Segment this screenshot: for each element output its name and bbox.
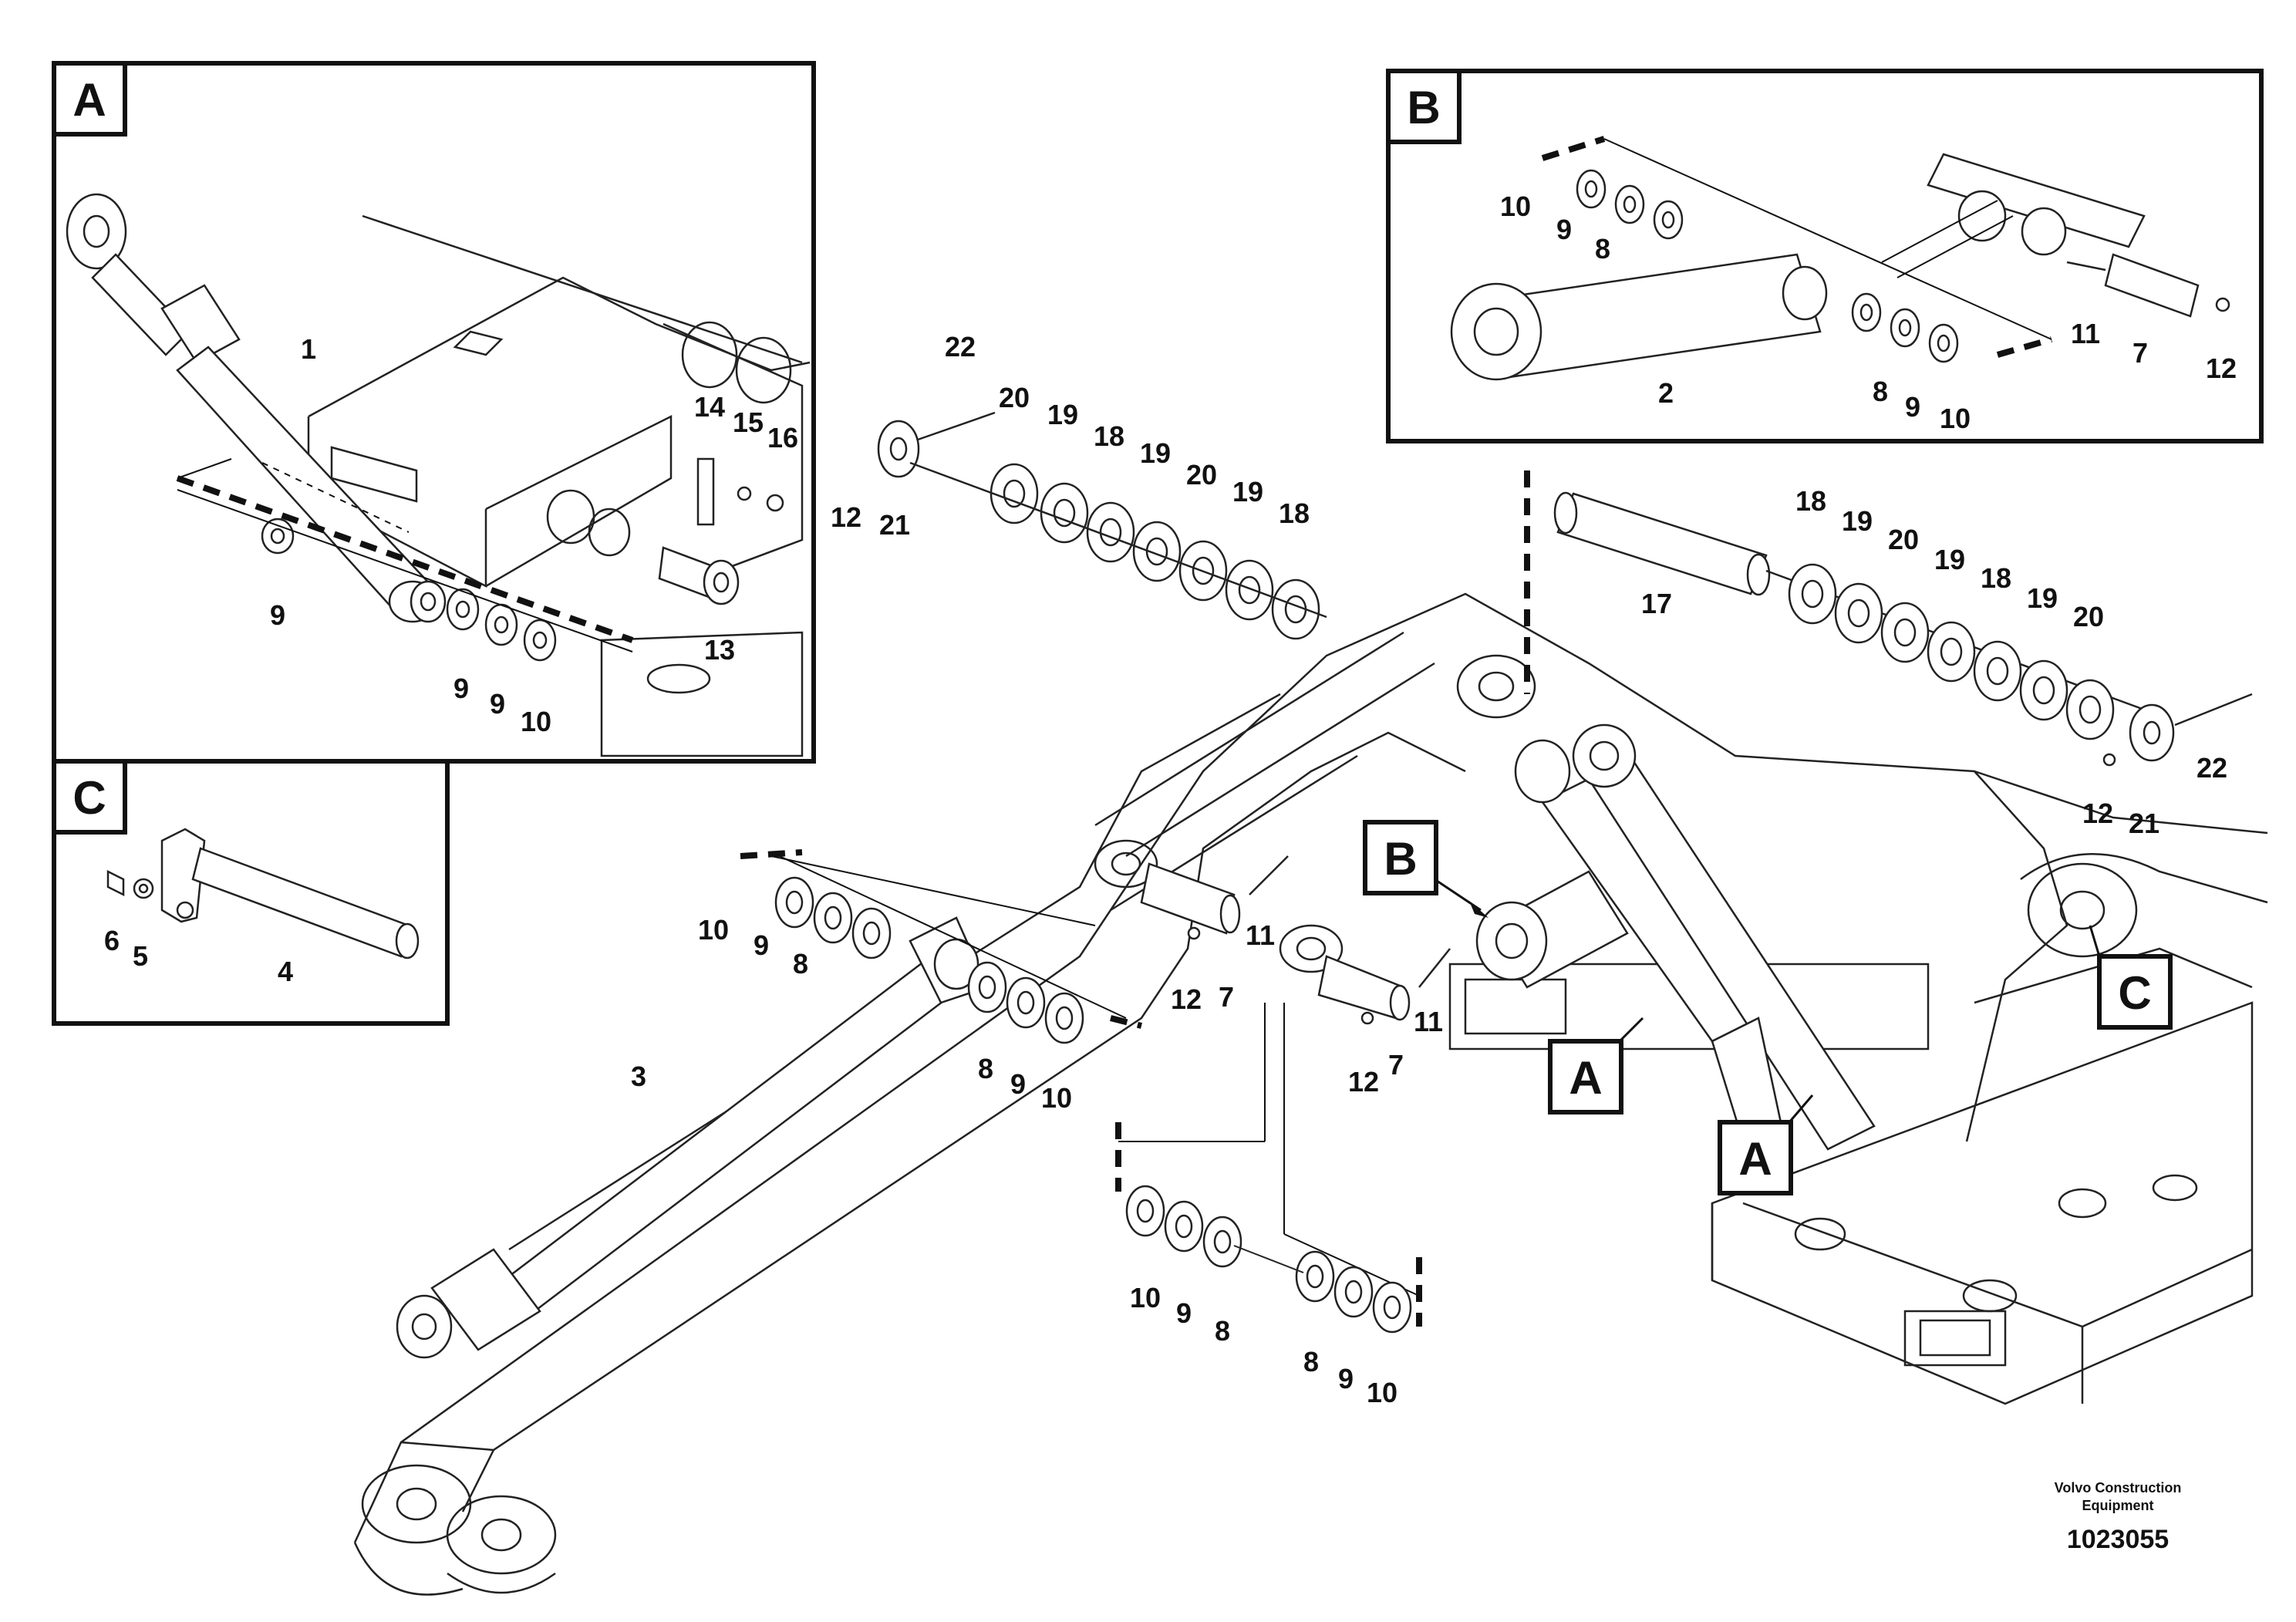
inset-c-label-box xyxy=(52,759,127,835)
part-label: 19 xyxy=(1934,544,1965,575)
part-label: 21 xyxy=(879,509,910,541)
company-line-1: Volvo Construction xyxy=(2055,1480,2182,1496)
part-label: 9 xyxy=(1338,1363,1354,1394)
part-label: 12 xyxy=(1171,983,1202,1015)
inset-a-letter: A xyxy=(72,74,106,126)
part-label: 20 xyxy=(2073,601,2104,632)
part-label: 20 xyxy=(1888,524,1919,555)
part-label: 9 xyxy=(1010,1068,1026,1100)
part-label: 19 xyxy=(1842,505,1873,537)
part-label: 2 xyxy=(1658,377,1674,409)
part-label: 13 xyxy=(704,634,735,666)
part-label: 5 xyxy=(133,940,148,972)
part-label: 7 xyxy=(2132,337,2148,369)
part-label: 17 xyxy=(1641,588,1672,619)
part-label: 19 xyxy=(1140,437,1171,469)
part-label: 12 xyxy=(2206,352,2237,384)
part-label: 8 xyxy=(1873,376,1888,407)
part-label: 20 xyxy=(999,382,1030,413)
upper-washer-stack-left xyxy=(877,411,1327,640)
part-label: 6 xyxy=(104,925,120,956)
part-label: 8 xyxy=(978,1053,993,1084)
part-label: 12 xyxy=(2082,798,2113,829)
part-label: 16 xyxy=(767,422,798,454)
inset-b-leaders xyxy=(1541,136,2053,358)
svg-text:B: B xyxy=(1384,833,1417,885)
inset-b-frame xyxy=(1386,69,2264,443)
thin-leaders-main xyxy=(770,851,1420,1297)
part-label: 10 xyxy=(1041,1082,1072,1114)
part-label: 11 xyxy=(1414,1006,1443,1037)
part-label: 8 xyxy=(1303,1346,1319,1378)
lower-washers xyxy=(1125,1185,1412,1334)
part-label: 9 xyxy=(754,929,769,961)
part-label: 19 xyxy=(2027,582,2058,614)
part-label: 19 xyxy=(1232,476,1263,508)
svg-text:C: C xyxy=(2118,967,2151,1019)
part-label: 1 xyxy=(301,333,316,365)
part-label: 10 xyxy=(1940,403,1971,434)
part-label: 10 xyxy=(1130,1282,1161,1313)
part-label: 7 xyxy=(1388,1049,1404,1081)
inset-a-leaders xyxy=(176,458,634,653)
main-callout-a-2: A xyxy=(1718,1094,1814,1195)
part-label: 20 xyxy=(1186,459,1217,491)
part-label: 10 xyxy=(521,706,551,737)
svg-text:A: A xyxy=(1738,1133,1772,1185)
part-label: 9 xyxy=(1905,391,1920,423)
part-label: 10 xyxy=(1367,1377,1397,1408)
footer: Volvo Construction Equipment 1023055 xyxy=(2055,1480,2182,1554)
inset-c-drawing xyxy=(106,828,420,959)
part-label: 7 xyxy=(1219,981,1234,1013)
part-label: 19 xyxy=(1047,399,1078,430)
mid-left-washers xyxy=(774,876,1084,1044)
part-label: 10 xyxy=(698,914,729,946)
document-number: 1023055 xyxy=(2067,1525,2169,1554)
dashed-leaders-main xyxy=(740,470,1530,1327)
part-label: 11 xyxy=(2071,318,2100,349)
part-label: 9 xyxy=(270,599,285,631)
part-label: 9 xyxy=(1556,214,1572,245)
part-label: 9 xyxy=(453,673,469,704)
part-label: 10 xyxy=(1500,191,1531,222)
part-label: 22 xyxy=(945,331,976,363)
inset-b-label-box xyxy=(1386,69,1462,144)
company-line-2: Equipment xyxy=(2082,1498,2154,1513)
inset-c-letter: C xyxy=(72,772,106,824)
twin-cylinders-drawing xyxy=(1475,723,1876,1151)
part-label: 8 xyxy=(793,948,808,980)
part-label: 4 xyxy=(278,956,293,987)
pins-7-drawing xyxy=(1140,855,1451,1025)
part-label: 21 xyxy=(2129,808,2159,839)
part-label: 18 xyxy=(1279,497,1310,529)
pin-17-drawing xyxy=(1553,491,1771,596)
part-label: 14 xyxy=(694,391,725,423)
inset-a-label-box xyxy=(52,61,127,137)
part-label: 8 xyxy=(1595,233,1610,265)
part-label: 18 xyxy=(1094,420,1124,452)
part-label: 18 xyxy=(1795,485,1826,517)
inset-a-frame xyxy=(52,61,816,764)
svg-text:A: A xyxy=(1569,1052,1602,1104)
boom-cylinder-3-drawing xyxy=(396,916,989,1359)
part-label: 15 xyxy=(733,406,764,438)
upper-washer-stack-right xyxy=(1765,563,2253,767)
part-label: 12 xyxy=(831,501,861,533)
part-number-labels: 1 14 15 16 13 9 9 9 10 10 9 8 2 8 9 10 1… xyxy=(104,191,2237,1408)
part-label: 8 xyxy=(1215,1315,1230,1347)
part-label: 9 xyxy=(1176,1297,1192,1329)
part-label: 3 xyxy=(631,1061,646,1092)
part-label: 9 xyxy=(490,688,505,720)
part-label: 12 xyxy=(1348,1066,1379,1098)
part-label: 22 xyxy=(2197,752,2227,784)
inset-b-letter: B xyxy=(1407,82,1440,133)
inset-b-drawing xyxy=(1450,153,2230,381)
main-callout-b: B xyxy=(1363,820,1489,918)
main-callout-c: C xyxy=(2089,925,2173,1030)
main-callout-a-1: A xyxy=(1548,1017,1644,1114)
part-label: 18 xyxy=(1981,562,2011,594)
part-label: 11 xyxy=(1246,919,1275,951)
